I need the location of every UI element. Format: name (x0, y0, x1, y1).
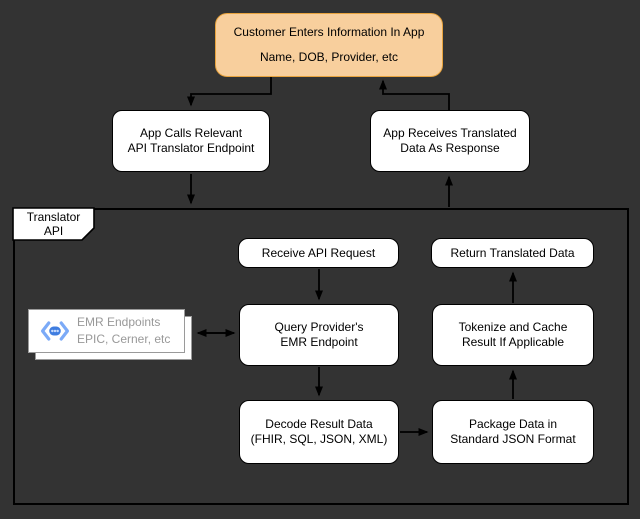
node-customer-line2: Name, DOB, Provider, etc (259, 50, 399, 65)
translator-api-group-label: Translator API (13, 208, 94, 240)
node-package-line2: Standard JSON Format (450, 432, 576, 446)
node-query-emr-endpoint: Query Provider's EMR Endpoint (239, 304, 399, 366)
node-decode-line2: (FHIR, SQL, JSON, XML) (250, 432, 388, 446)
cloud-api-icon (39, 318, 71, 344)
node-tokenize-line2: Result If Applicable (461, 335, 565, 349)
node-app-receives-line1: App Receives Translated (383, 126, 517, 140)
node-query-line1: Query Provider's (274, 320, 364, 334)
group-label-line1: Translator (26, 210, 81, 224)
node-tokenize-line1: Tokenize and Cache (458, 320, 568, 334)
group-label-line2: API (43, 224, 64, 238)
node-app-calls-line2: API Translator Endpoint (127, 141, 255, 155)
node-receive-request-label: Receive API Request (261, 245, 376, 260)
edge-customer-to-app-calls (187, 77, 272, 107)
node-customer-enters-info: Customer Enters Information In App Name,… (215, 13, 443, 77)
emr-endpoints-line1: EMR Endpoints (77, 315, 161, 329)
node-package-json-data: Package Data in Standard JSON Format (432, 400, 594, 464)
node-query-line2: EMR Endpoint (280, 335, 358, 349)
node-return-translated-data: Return Translated Data (431, 238, 594, 268)
emr-endpoints-text: EMR Endpoints EPIC, Cerner, etc (77, 314, 170, 348)
node-app-calls-endpoint: App Calls Relevant API Translator Endpoi… (112, 110, 270, 172)
emr-stack-front-card: EMR Endpoints EPIC, Cerner, etc (28, 309, 185, 353)
node-decode-result-data: Decode Result Data (FHIR, SQL, JSON, XML… (239, 400, 399, 464)
node-tokenize-and-cache: Tokenize and Cache Result If Applicable (432, 304, 594, 366)
node-emr-endpoints: EMR Endpoints EPIC, Cerner, etc (28, 309, 192, 360)
node-return-data-label: Return Translated Data (450, 245, 575, 260)
node-package-line1: Package Data in (468, 417, 558, 431)
translator-api-group (13, 208, 629, 505)
node-customer-line1: Customer Enters Information In App (233, 24, 425, 39)
emr-endpoints-line2: EPIC, Cerner, etc (77, 332, 171, 346)
node-app-calls-line1: App Calls Relevant (139, 126, 243, 140)
node-app-receives-line2: Data As Response (400, 141, 500, 155)
node-app-receives-data: App Receives Translated Data As Response (370, 110, 530, 172)
edge-app-receives-to-customer (379, 79, 450, 110)
node-receive-api-request: Receive API Request (238, 238, 399, 268)
node-decode-line1: Decode Result Data (265, 417, 373, 431)
